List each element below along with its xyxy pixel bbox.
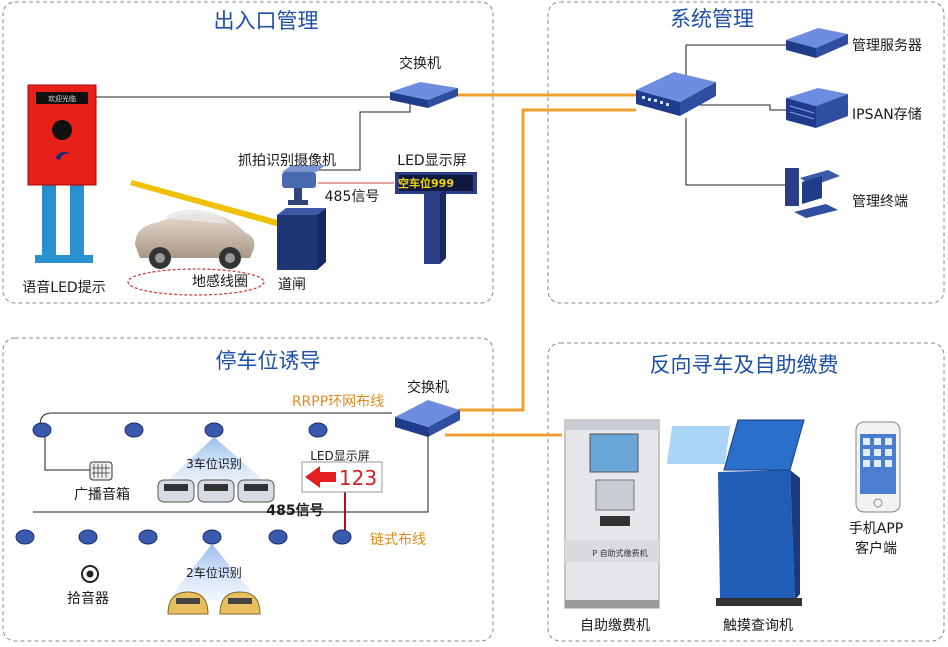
system-title: 系统管理 bbox=[670, 7, 754, 31]
entrance-signal-label: 485信号 bbox=[325, 189, 380, 205]
kiosk-display-text: 欢迎光临 bbox=[48, 94, 76, 103]
system-links bbox=[685, 44, 790, 186]
mobile-app-label-2: 客户端 bbox=[855, 540, 897, 557]
capture-camera bbox=[282, 165, 326, 205]
pay-machine-brand: P 自助式缴费机 bbox=[592, 548, 647, 558]
ipsan-storage bbox=[786, 88, 848, 128]
pay-machine-label: 自助缴费机 bbox=[580, 618, 650, 634]
guidance-switch-label: 交换机 bbox=[407, 379, 449, 396]
entrance-car bbox=[135, 209, 255, 269]
speaker-label: 广播音箱 bbox=[74, 486, 130, 503]
entrance-title: 出入口管理 bbox=[214, 9, 319, 33]
guidance-signal-label: 485信号 bbox=[266, 502, 323, 519]
guidance-switch bbox=[395, 400, 460, 437]
management-server bbox=[786, 28, 848, 58]
entrance-section-box bbox=[2, 1, 494, 304]
recognition-beams bbox=[160, 437, 272, 600]
sensor-row-upper bbox=[32, 422, 328, 438]
management-terminal bbox=[785, 168, 840, 218]
entrance-links bbox=[96, 96, 411, 184]
system-section-box bbox=[547, 1, 945, 304]
core-switch bbox=[636, 72, 716, 116]
touch-query-label: 触摸查询机 bbox=[723, 618, 793, 634]
ground-loop-label: 地感线圈 bbox=[192, 273, 248, 290]
recog3-label: 3车位识别 bbox=[186, 456, 242, 471]
recog2-label: 2车位识别 bbox=[186, 565, 242, 580]
ground-loop bbox=[127, 268, 265, 296]
cars-two bbox=[167, 591, 261, 615]
management-server-label: 管理服务器 bbox=[852, 38, 922, 54]
backbone-links bbox=[445, 93, 636, 437]
broadcast-speaker bbox=[89, 461, 113, 481]
voice-led-kiosk: 欢迎光临 bbox=[27, 84, 97, 263]
barrier-arm bbox=[130, 180, 285, 228]
sound-pickup bbox=[81, 565, 99, 583]
chain-label: 链式布线 bbox=[370, 532, 426, 548]
entrance-led-screen: 空车位999 bbox=[395, 172, 477, 264]
rrpp-label: RRPP环网布线 bbox=[292, 394, 384, 410]
guidance-led-display: 123 bbox=[301, 461, 383, 493]
led-screen-label: LED显示屏 bbox=[397, 153, 466, 169]
gate-box bbox=[277, 208, 326, 270]
mobile-app-label-1: 手机APP bbox=[849, 521, 903, 537]
guidance-led-label: LED显示屏 bbox=[310, 449, 370, 463]
voice-led-label: 语音LED提示 bbox=[22, 279, 105, 296]
reverse-section-box bbox=[547, 342, 945, 642]
ipsan-label: IPSAN存储 bbox=[852, 107, 922, 123]
guidance-led-count: 123 bbox=[339, 466, 377, 490]
guidance-title: 停车位诱导 bbox=[216, 349, 321, 373]
cars-three bbox=[157, 479, 275, 503]
gate-label: 道闸 bbox=[278, 277, 306, 293]
self-pay-machine: P 自助式缴费机 bbox=[564, 419, 660, 609]
pickup-label: 拾音器 bbox=[67, 590, 109, 607]
entrance-switch-label: 交换机 bbox=[399, 55, 441, 72]
sensor-row-lower bbox=[15, 529, 352, 545]
led-screen-text: 空车位999 bbox=[398, 176, 454, 190]
management-terminal-label: 管理终端 bbox=[852, 194, 908, 210]
entrance-switch bbox=[390, 82, 458, 108]
guidance-section-box bbox=[2, 337, 494, 642]
touch-query-kiosk bbox=[666, 419, 805, 606]
mobile-phone bbox=[855, 421, 901, 513]
reverse-title: 反向寻车及自助缴费 bbox=[650, 353, 839, 377]
camera-label: 抓拍识别摄像机 bbox=[238, 153, 336, 169]
